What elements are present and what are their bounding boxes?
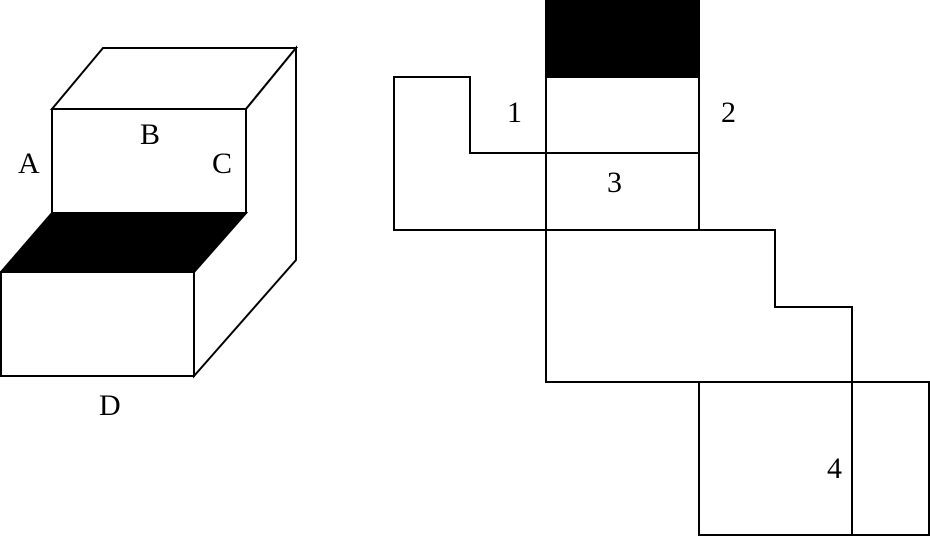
net-shaded-square <box>545 0 700 78</box>
net: 1 2 3 4 <box>393 0 930 536</box>
net-label-2: 2 <box>721 96 736 129</box>
net-label-1: 1 <box>507 96 522 129</box>
net-bottom-right-squares <box>698 381 930 536</box>
solid-upper-front-face <box>51 108 247 214</box>
step-solid: A B C D <box>0 45 299 422</box>
solid-label-a: A <box>18 147 40 180</box>
net-label-4: 4 <box>827 452 842 485</box>
net-label-3: 3 <box>607 166 622 199</box>
solid-lower-front-face <box>0 271 195 377</box>
solid-label-d: D <box>99 389 121 422</box>
net-right-step-shape <box>699 229 853 382</box>
solid-label-c: C <box>212 147 232 180</box>
net-center-column-left <box>545 0 699 383</box>
solid-label-b: B <box>140 118 160 151</box>
